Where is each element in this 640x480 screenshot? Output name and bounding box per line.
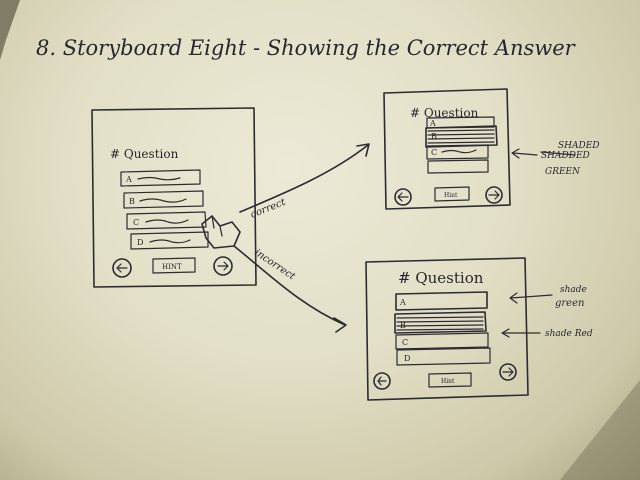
correct-option-c-scribble [441, 149, 477, 154]
annotation-struck-word: SHADDED [541, 151, 590, 161]
incorrect-option-a-box [395, 291, 488, 311]
annotation-shaded-green: SHADDED SHADED GREEN [511, 141, 600, 177]
vignette-top-left [0, 0, 20, 60]
pointing-hand-detail [211, 215, 223, 237]
annotation-strike-line [540, 151, 576, 156]
incorrect-option-b-letter: B [400, 321, 406, 330]
correct-option-c-box [426, 144, 489, 160]
correct-prev-button[interactable] [394, 188, 412, 206]
correct-screen-frame [383, 88, 511, 210]
annotation-shade-red-head [501, 328, 510, 338]
annotation-shade-green: shade green [509, 285, 587, 309]
annotation-shade-word: shade [560, 285, 587, 295]
annotation-shade-green-pointer [510, 294, 553, 299]
main-option-c-letter: C [133, 218, 139, 227]
main-option-d-box [130, 231, 209, 250]
annotation-shade-green-head [509, 292, 518, 304]
correct-left-arrow-icon [397, 192, 409, 202]
pointing-hand-icon [201, 215, 241, 249]
annotation-green-word-2: green [555, 298, 584, 309]
incorrect-hint-button[interactable] [428, 372, 472, 388]
incorrect-option-b-highlighted[interactable]: B [394, 311, 487, 334]
main-question-label: # Question [110, 147, 179, 161]
correct-option-c-letter: C [431, 148, 437, 157]
correct-option-b-highlighted[interactable]: B [425, 125, 498, 148]
transition-correct: correct [239, 143, 370, 221]
correct-option-b-shading [427, 129, 495, 144]
incorrect-option-b-box [394, 311, 487, 334]
incorrect-hint-label: Hint [441, 378, 455, 385]
correct-option-d[interactable] [427, 159, 489, 174]
main-option-a[interactable]: A [120, 169, 201, 187]
incorrect-option-c-box [395, 332, 489, 350]
incorrect-label: incorrect [252, 247, 297, 283]
main-option-c-box [126, 211, 207, 230]
vignette-bottom-right [560, 380, 640, 480]
incorrect-arrow-head [333, 317, 347, 333]
correct-question-label: # Question [410, 106, 479, 120]
incorrect-option-a-letter: A [399, 298, 406, 307]
main-option-d-letter: D [137, 238, 143, 247]
screen-main: # Question A B C D [91, 107, 257, 288]
annotation-shade-red-text: shade Red [545, 329, 593, 339]
screen-incorrect: # Question A B C D Hint [365, 257, 529, 401]
main-hint-label: HINT [162, 263, 182, 271]
incorrect-option-d-letter: D [404, 354, 410, 363]
main-option-d-scribble [149, 239, 191, 244]
correct-option-c[interactable]: C [426, 144, 489, 160]
annotation-shade-red: shade Red [501, 328, 593, 339]
correct-option-b-box [425, 125, 498, 148]
annotation-green-pointer [512, 152, 538, 156]
correct-option-a-letter: A [429, 119, 436, 128]
main-option-a-box [120, 169, 201, 187]
main-next-button[interactable] [213, 256, 233, 276]
annotation-green-word: GREEN [545, 167, 581, 177]
correct-hint-label: Hint [444, 192, 458, 199]
screen-correct: # Question A B C Hint [383, 88, 511, 210]
main-option-b-letter: B [129, 197, 135, 206]
incorrect-question-label: # Question [398, 269, 484, 287]
main-prev-button[interactable] [112, 258, 132, 278]
correct-option-b-letter: B [431, 132, 437, 141]
correct-option-a[interactable]: A [426, 116, 495, 129]
storyboard-title: 8. Storyboard Eight - Showing the Correc… [36, 36, 577, 60]
annotation-green-pointer-head [511, 148, 520, 159]
main-right-arrow-icon [217, 261, 229, 271]
transition-incorrect: incorrect [233, 245, 347, 333]
correct-hint-button[interactable] [434, 186, 470, 202]
incorrect-right-arrow-icon [502, 367, 514, 377]
incorrect-next-button[interactable] [499, 363, 517, 381]
incorrect-screen-frame [365, 257, 529, 401]
correct-arrow-line [239, 144, 369, 213]
main-option-b[interactable]: B [123, 190, 204, 209]
incorrect-prev-button[interactable] [373, 372, 391, 390]
incorrect-option-c-letter: C [402, 338, 408, 347]
correct-right-arrow-icon [488, 190, 500, 200]
main-screen-frame [91, 107, 257, 288]
main-option-a-scribble [137, 176, 181, 181]
correct-option-d-box [427, 159, 489, 174]
main-option-a-letter: A [125, 175, 132, 184]
incorrect-option-d-box [396, 347, 491, 366]
correct-next-button[interactable] [485, 186, 503, 204]
main-option-d[interactable]: D [130, 231, 209, 250]
main-hint-button[interactable] [152, 257, 196, 274]
main-option-c-scribble [145, 219, 189, 224]
incorrect-option-c[interactable]: C [395, 332, 489, 350]
main-option-b-box [123, 190, 204, 209]
annotation-correction: SHADED [558, 141, 600, 151]
main-option-b-scribble [139, 198, 187, 203]
correct-option-a-box [426, 116, 495, 129]
incorrect-option-a-highlighted[interactable]: A [395, 291, 488, 311]
incorrect-option-d[interactable]: D [396, 347, 491, 366]
incorrect-arrow-line [233, 245, 346, 326]
main-option-c[interactable]: C [126, 211, 207, 230]
incorrect-option-b-shading [396, 316, 484, 331]
main-left-arrow-icon [116, 263, 128, 273]
correct-arrow-head [356, 143, 370, 157]
incorrect-left-arrow-icon [377, 376, 387, 386]
